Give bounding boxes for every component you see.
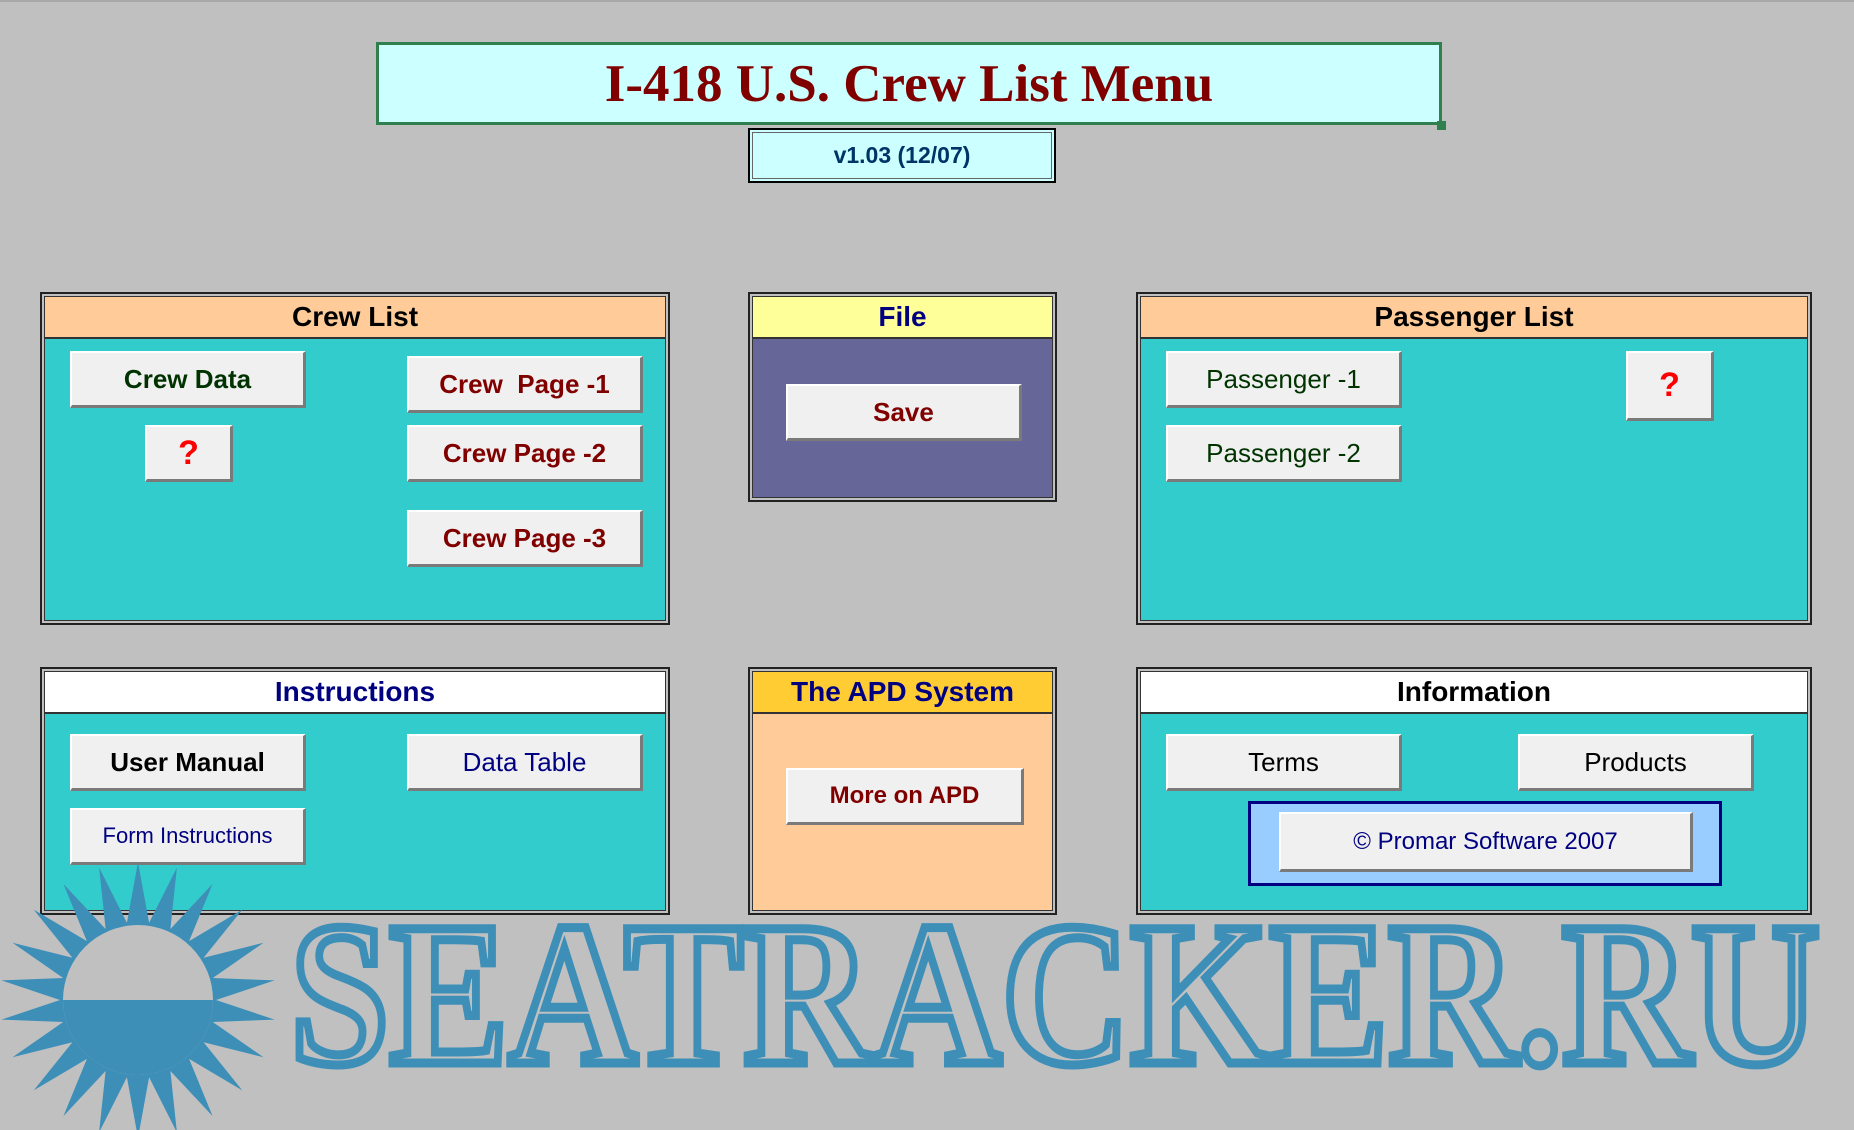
instructions-panel: Instructions User Manual Data Table Form… xyxy=(40,667,670,915)
apd-panel: The APD System More on APD xyxy=(748,667,1057,915)
file-panel: File Save xyxy=(748,292,1057,502)
passenger-list-heading: Passenger List xyxy=(1141,297,1807,339)
page-title: I-418 U.S. Crew List Menu xyxy=(376,42,1442,125)
copyright-button[interactable]: © Promar Software 2007 xyxy=(1279,812,1693,872)
file-heading: File xyxy=(753,297,1052,339)
copyright-frame: © Promar Software 2007 xyxy=(1248,801,1722,886)
version-label: v1.03 (12/07) xyxy=(748,128,1056,183)
apd-heading: The APD System xyxy=(753,672,1052,714)
terms-button[interactable]: Terms xyxy=(1166,734,1402,791)
crew-page-2-button[interactable]: Crew Page -2 xyxy=(407,425,643,482)
information-heading: Information xyxy=(1141,672,1807,714)
more-on-apd-button[interactable]: More on APD xyxy=(786,768,1024,825)
products-button[interactable]: Products xyxy=(1518,734,1754,791)
resize-handle[interactable] xyxy=(1437,121,1446,130)
passenger-list-panel: Passenger List Passenger -1 Passenger -2… xyxy=(1136,292,1812,625)
crew-list-heading: Crew List xyxy=(45,297,665,339)
crew-list-panel: Crew List Crew Data ? Crew Page -1 Crew … xyxy=(40,292,670,625)
save-button[interactable]: Save xyxy=(786,384,1022,441)
data-table-button[interactable]: Data Table xyxy=(407,734,643,791)
top-border xyxy=(0,0,1854,2)
information-panel: Information Terms Products © Promar Soft… xyxy=(1136,667,1812,915)
instructions-heading: Instructions xyxy=(45,672,665,714)
user-manual-button[interactable]: User Manual xyxy=(70,734,306,791)
passenger-2-button[interactable]: Passenger -2 xyxy=(1166,425,1402,482)
passenger-help-button[interactable]: ? xyxy=(1626,351,1714,421)
form-instructions-button[interactable]: Form Instructions xyxy=(70,808,306,865)
crew-help-button[interactable]: ? xyxy=(145,425,233,482)
crew-data-button[interactable]: Crew Data xyxy=(70,351,306,408)
watermark-text: SEATRACKER.RU xyxy=(290,881,1820,1108)
crew-page-3-button[interactable]: Crew Page -3 xyxy=(407,510,643,567)
passenger-1-button[interactable]: Passenger -1 xyxy=(1166,351,1402,408)
crew-page-1-button[interactable]: Crew Page -1 xyxy=(407,356,643,413)
